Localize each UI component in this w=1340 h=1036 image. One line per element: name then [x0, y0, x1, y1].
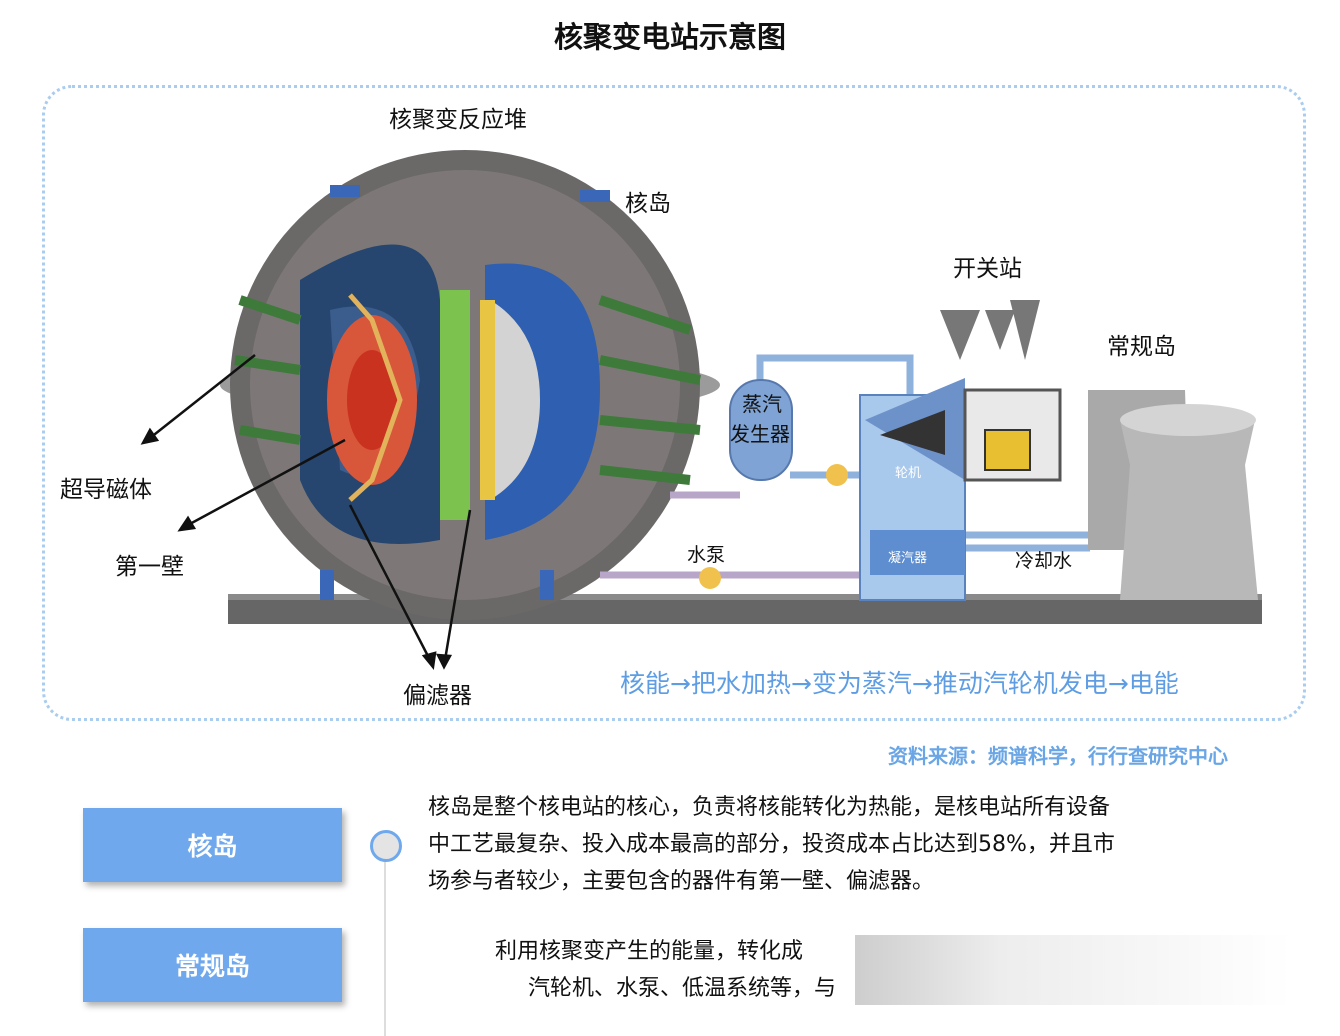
pipes [600, 354, 1090, 579]
diagram-frame [42, 85, 1306, 721]
turbine-hall [859, 378, 1062, 601]
reactor [220, 150, 720, 620]
label-conventional-island: 常规岛 [1107, 334, 1176, 360]
glitch-overlay [855, 935, 1340, 1005]
pointer-arrows [140, 354, 472, 670]
cooling-towers [1088, 390, 1258, 600]
label-reactor: 核聚变反应堆 [389, 107, 527, 133]
label-switch-station: 开关站 [953, 256, 1022, 282]
section-text-line: 利用核聚变产生的能量，转化成 [495, 939, 804, 964]
label-turbine: 轮机 [895, 466, 922, 481]
label-superconducting-magnet: 超导磁体 [60, 477, 152, 503]
energy-flow-caption: 核能→把水加热→变为蒸汽→推动汽轮机发电→电能 [620, 669, 1179, 698]
steam-generator [729, 379, 793, 481]
section-text-line: 汽轮机、水泵、低温系统等，与 [528, 976, 837, 1001]
label-steam-generator-2: 发生器 [730, 422, 790, 446]
label-first-wall: 第一壁 [115, 554, 184, 580]
switch-station [940, 300, 1040, 360]
section-text-line: 中工艺最复杂、投入成本最高的部分，投资成本占比达到58%，并且市 [428, 832, 1115, 857]
section-text-line: 核岛是整个核电站的核心，负责将核能转化为热能，是核电站所有设备 [428, 795, 1111, 820]
label-cooling-water: 冷却水 [1015, 550, 1073, 572]
tag-conventional-island: 常规岛 [83, 928, 342, 1002]
source-note: 资料来源：频谱科学，行行查研究中心 [888, 744, 1228, 768]
timeline-line [384, 860, 386, 1036]
label-steam-generator-1: 蒸汽 [742, 392, 782, 416]
tag-nuclear-island: 核岛 [83, 808, 342, 882]
page-title: 核聚变电站示意图 [553, 20, 786, 54]
timeline-node [370, 830, 402, 862]
pump-icon [699, 567, 721, 589]
label-nuclear-island: 核岛 [625, 191, 671, 217]
label-condenser: 凝汽器 [888, 551, 928, 566]
section-text-line: 场参与者较少，主要包含的器件有第一壁、偏滤器。 [428, 869, 935, 894]
valve-icon [826, 464, 848, 486]
label-divertor: 偏滤器 [403, 683, 472, 709]
label-water-pump: 水泵 [687, 544, 726, 566]
